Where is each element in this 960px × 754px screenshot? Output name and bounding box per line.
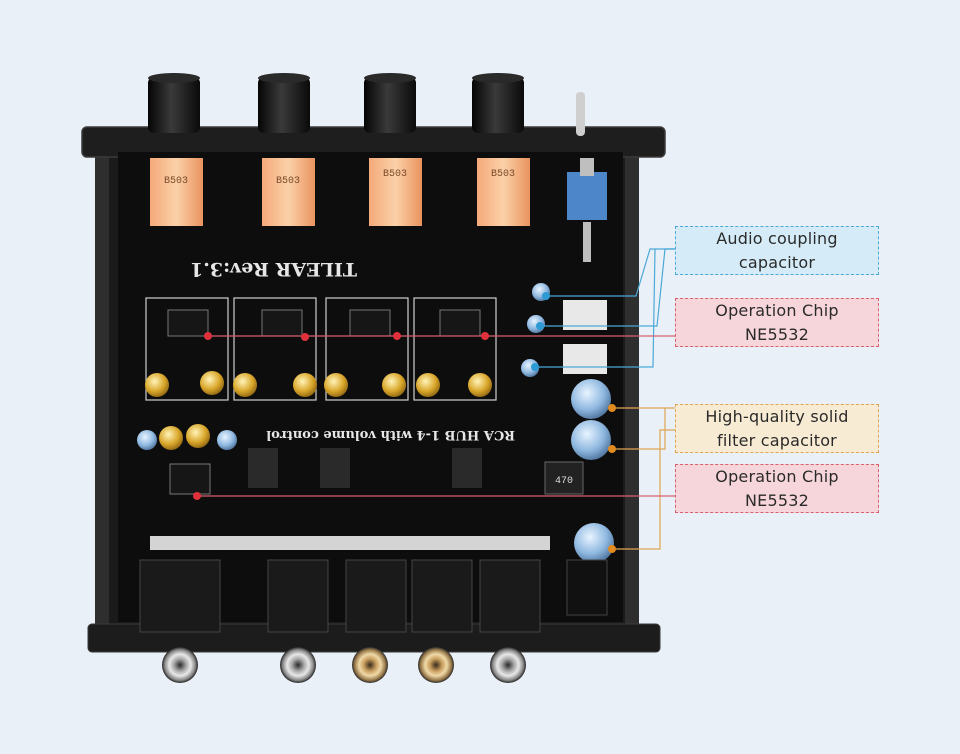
toggle-switch xyxy=(567,92,607,262)
capacitor-markers xyxy=(531,292,550,371)
pot-marking: B503 xyxy=(164,176,188,187)
potentiometers: B503 B503 B503 B503 xyxy=(150,158,530,226)
callout-leader-lines xyxy=(197,248,675,550)
board-model-label: TILEAR Rev:3.1 xyxy=(190,258,357,280)
pot-marking: B503 xyxy=(491,169,515,180)
opamp-section xyxy=(137,297,497,495)
callout-filter-capacitor: High-quality solid filter capacitor xyxy=(675,404,879,453)
callout-line2: NE5532 xyxy=(745,324,809,344)
callout-operation-chip-2: Operation Chip NE5532 xyxy=(675,464,879,513)
callout-audio-coupling-capacitor: Audio coupling capacitor xyxy=(675,226,879,275)
callout-line2: NE5532 xyxy=(745,490,809,510)
inductor-marking: 470 xyxy=(555,476,573,487)
callout-line1: High-quality solid xyxy=(705,406,849,426)
volume-knobs xyxy=(148,73,524,133)
callout-line1: Operation Chip xyxy=(715,466,839,486)
filter-cap-markers xyxy=(608,404,616,553)
callout-line2: capacitor xyxy=(738,252,816,272)
callout-line1: Audio coupling xyxy=(716,228,838,248)
callout-line2: filter capacitor xyxy=(717,430,837,450)
board-product-label: RCA HUB 1-4 with volume control xyxy=(266,427,515,442)
pot-marking: B503 xyxy=(276,176,300,187)
power-section: 470 xyxy=(248,283,614,616)
pot-marking: B503 xyxy=(383,169,407,180)
rca-jacks xyxy=(139,536,550,683)
callout-markers xyxy=(193,332,489,500)
callout-operation-chip-1: Operation Chip NE5532 xyxy=(675,298,879,347)
callout-line1: Operation Chip xyxy=(715,300,839,320)
